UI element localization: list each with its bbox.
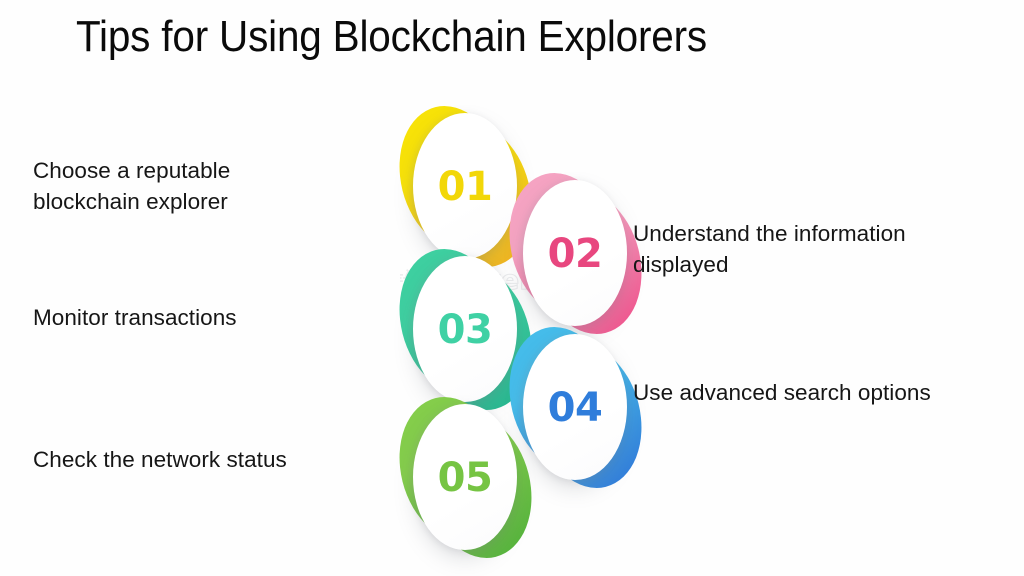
step-label-01: Choose a reputable blockchain explorer	[33, 158, 231, 215]
step-badge-02[interactable]: 02	[494, 161, 657, 346]
step-label-02: Understand the information displayed	[633, 221, 906, 278]
badge-number-05: 05	[437, 455, 493, 501]
badge-number-02: 02	[547, 231, 603, 277]
badge-white-pill	[413, 404, 517, 550]
badge-number-04: 04	[547, 385, 603, 431]
step-badge-04[interactable]: 04	[494, 315, 657, 500]
badge-white-pill	[523, 180, 627, 326]
badge-white-pill	[523, 334, 627, 480]
step-badge-03[interactable]: 03	[384, 237, 547, 422]
page-title: Tips for Using Blockchain Explorers	[76, 12, 707, 61]
step-badge-05[interactable]: 05	[384, 385, 547, 570]
step-label-05: Check the network status	[33, 447, 287, 472]
badge-number-01: 01	[437, 164, 493, 210]
step-label-03: Monitor transactions	[33, 305, 237, 330]
badge-white-pill	[413, 113, 517, 259]
step-label-04: Use advanced search options	[633, 380, 931, 405]
step-badge-01[interactable]: 01	[384, 94, 547, 279]
badge-number-03: 03	[437, 307, 493, 353]
badge-white-pill	[413, 256, 517, 402]
